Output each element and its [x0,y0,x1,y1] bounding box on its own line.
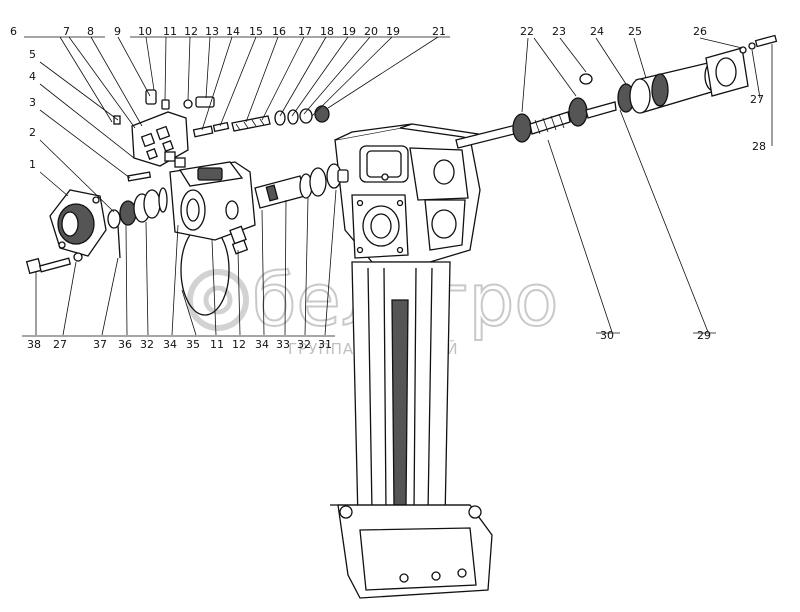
watermark-logo-inner [203,285,233,315]
callout-label: 14 [226,25,240,38]
callout-label: 26 [693,25,707,38]
callout-label: 18 [320,25,334,38]
callout-label: 3 [29,96,36,109]
callout-label: 12 [184,25,198,38]
steering-column-housing [330,123,493,599]
callout-label: 27 [750,93,764,106]
callout-label: 20 [364,25,378,38]
valve-body [169,161,256,255]
callout-label: 32 [140,338,154,351]
callout-label: 16 [272,25,286,38]
callout-label: 37 [93,338,107,351]
callout-label: 25 [628,25,642,38]
callout-label: 11 [210,338,224,351]
callout-label: 21 [432,25,446,38]
callout-label: 12 [232,338,246,351]
pin-37 [117,225,121,259]
callout-label: 19 [342,25,356,38]
upper-cylinder [617,34,778,114]
callout-label: 35 [186,338,200,351]
callout-label: 5 [29,48,36,61]
callout-label: 13 [205,25,219,38]
callout-label: 30 [600,329,614,342]
upper-shaft [455,73,617,149]
callouts-left-column: 5 4 3 2 1 [29,48,36,171]
callout-label: 28 [752,140,766,153]
callout-label: 22 [520,25,534,38]
callout-label: 4 [29,70,36,83]
callouts-bottom: 38 27 37 36 32 34 35 11 12 34 33 32 31 [27,338,332,351]
callout-label: 27 [53,338,67,351]
callout-label: 19 [386,25,400,38]
callout-label: 29 [697,329,711,342]
callout-label: 33 [276,338,290,351]
leader-lines [24,36,773,336]
callout-label: 15 [249,25,263,38]
callout-label: 6 [10,25,17,38]
callout-label: 24 [590,25,604,38]
washer-27-left [73,252,83,262]
callouts-top-right: 22 23 24 25 26 27 28 30 29 [520,25,766,342]
callout-label: 38 [27,338,41,351]
callouts-top-left: 6 7 8 9 10 11 12 13 14 15 16 17 18 19 20… [10,25,446,38]
callout-label: 2 [29,126,36,139]
callout-label: 31 [318,338,332,351]
callout-label: 36 [118,338,132,351]
callout-label: 23 [552,25,566,38]
callout-label: 9 [114,25,121,38]
callout-label: 11 [163,25,177,38]
callout-label: 34 [255,338,269,351]
bearing-stack-left [107,187,168,229]
callout-label: 34 [163,338,177,351]
left-cover-cap [49,189,107,257]
spool-shaft [254,163,349,209]
callout-label: 17 [298,25,312,38]
callout-label: 32 [297,338,311,351]
callout-label: 8 [87,25,94,38]
bolt-38 [25,257,72,275]
small-fittings [113,89,215,182]
watermark-logo-ring [187,269,249,331]
callout-label: 1 [29,158,36,171]
spring-and-plungers [192,105,330,138]
callout-label: 7 [63,25,70,38]
callout-label: 10 [138,25,152,38]
